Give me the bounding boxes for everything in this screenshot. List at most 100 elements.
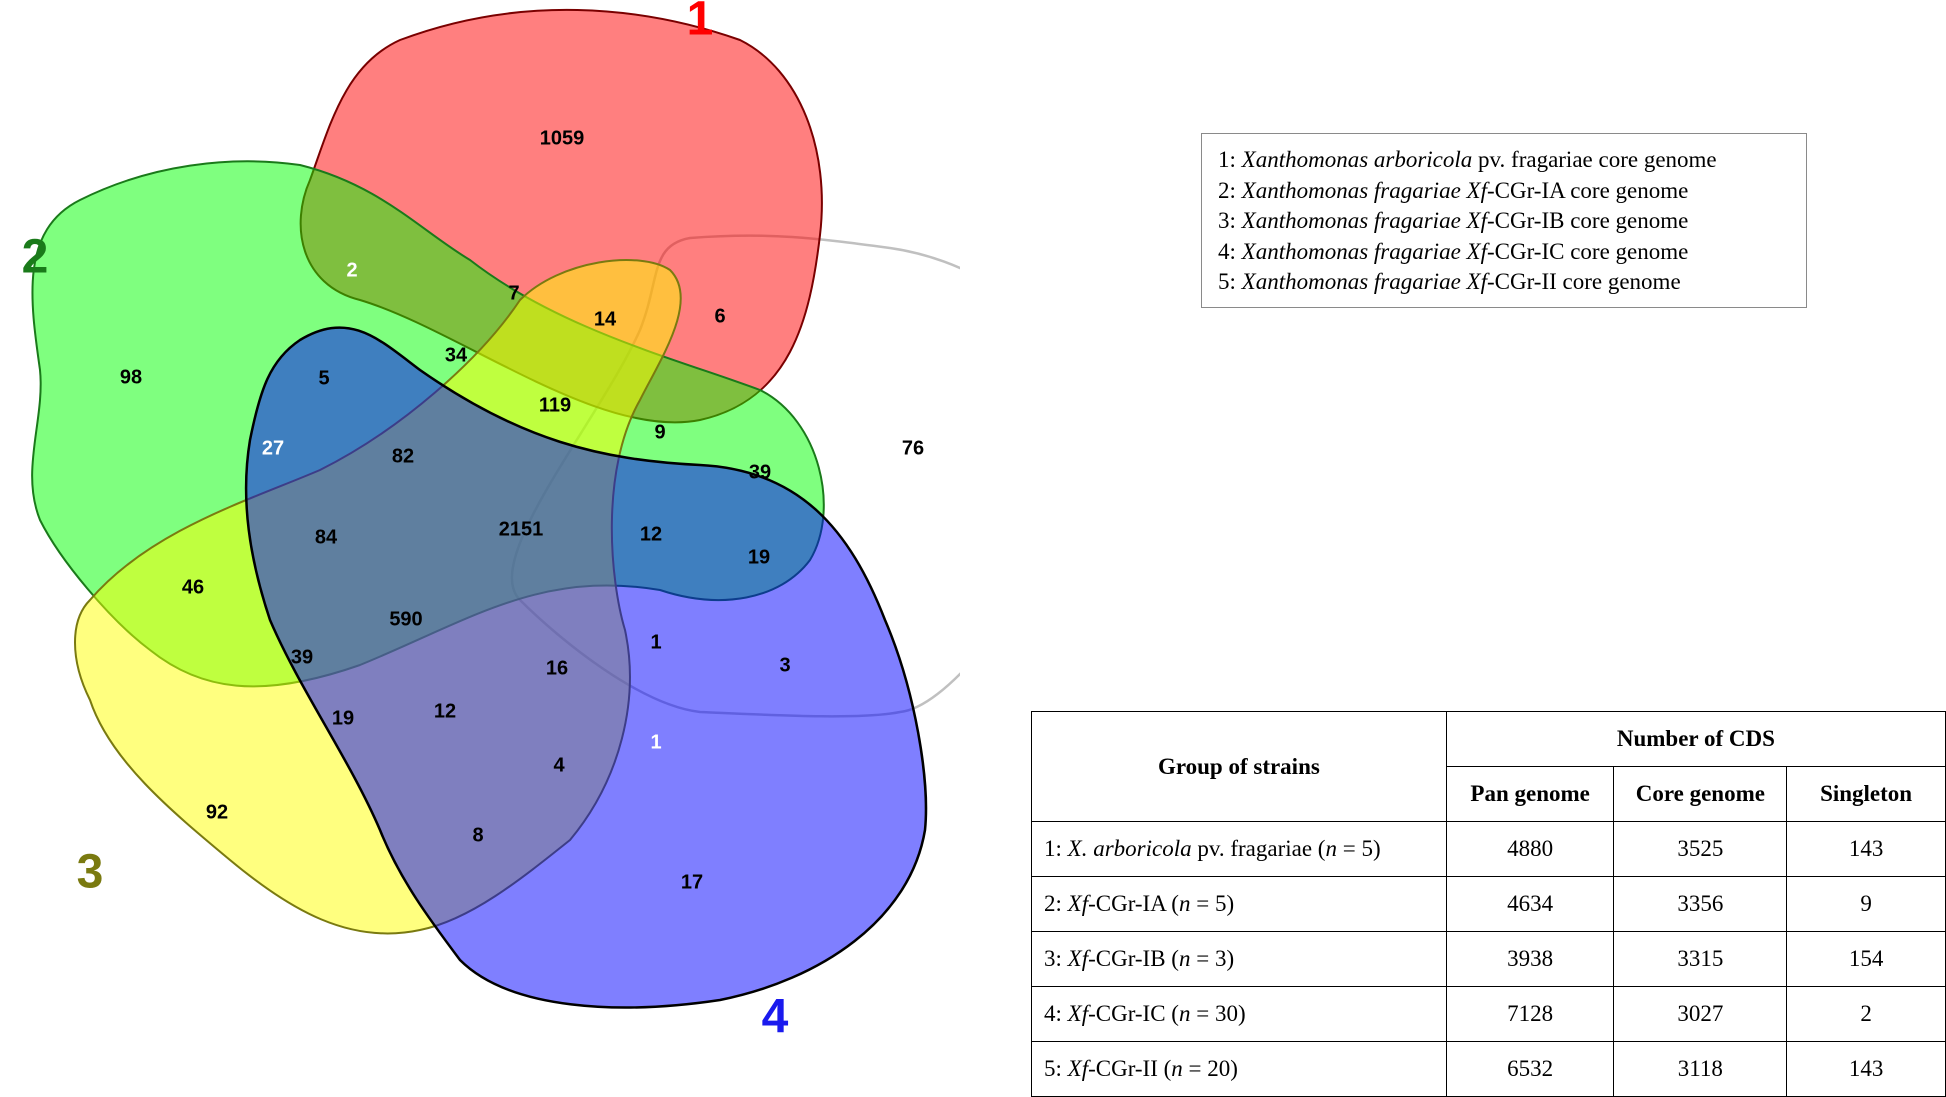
pan-cell: 4634 [1445, 876, 1615, 932]
group-n: n [1178, 946, 1191, 971]
group-n: n [1178, 891, 1191, 916]
region-value: 12 [640, 523, 662, 545]
table-row: 3: Xf-CGr-IB (n = 3) 3938 3315 154 [1031, 931, 1946, 987]
region-value: 16 [546, 657, 568, 679]
group-species: Xf [1067, 1056, 1089, 1081]
region-value: 3 [779, 654, 790, 676]
group-n: n [1178, 1001, 1191, 1026]
region-value: 9 [654, 421, 665, 443]
legend-species: Xanthomonas fragariae Xf [1241, 177, 1487, 203]
legend-item: 4: Xanthomonas fragariae Xf-CGr-IC core … [1218, 237, 1790, 268]
legend-prefix: 5: [1218, 269, 1242, 294]
venn-diagram: 1 2 3 4 5 1059 98 92 17 76 2 7 14 6 34 5… [22, 0, 960, 1044]
pan-cell: 4880 [1445, 821, 1615, 877]
set-label-1: 1 [687, 0, 714, 46]
region-value: 82 [392, 445, 414, 467]
group-species: Xf [1067, 891, 1089, 916]
singleton-cell: 143 [1786, 1041, 1946, 1097]
region-value: 39 [291, 646, 313, 668]
pan-cell: 3938 [1445, 931, 1615, 987]
region-value: 34 [445, 344, 468, 366]
group-suffix: = 3) [1190, 946, 1235, 971]
region-value: 39 [749, 461, 771, 483]
region-value: 14 [594, 308, 617, 330]
set-4-shape [244, 326, 928, 1009]
legend: 1: Xanthomonas arboricola pv. fragariae … [1201, 133, 1807, 308]
core-genome-header: Core genome [1613, 766, 1788, 822]
region-value: 46 [182, 576, 204, 598]
legend-suffix: -CGr-II core genome [1486, 269, 1681, 294]
table-row: 5: Xf-CGr-II (n = 20) 6532 3118 143 [1031, 1041, 1946, 1097]
region-value: 84 [315, 526, 338, 548]
legend-prefix: 1: [1218, 147, 1242, 172]
group-prefix: 5: [1044, 1056, 1068, 1081]
legend-item: 1: Xanthomonas arboricola pv. fragariae … [1218, 145, 1790, 176]
legend-species: Xanthomonas fragariae Xf [1241, 269, 1487, 294]
region-value: 17 [681, 871, 703, 893]
region-value: 4 [553, 754, 565, 776]
table-row: 4: Xf-CGr-IC (n = 30) 7128 3027 2 [1031, 986, 1946, 1042]
set-label-3: 3 [77, 846, 104, 899]
region-value: 7 [508, 282, 519, 304]
group-prefix: 1: [1044, 836, 1068, 861]
cds-table: Group of strains Number of CDS Pan genom… [1031, 711, 1946, 1097]
legend-prefix: 4: [1218, 238, 1242, 264]
group-suffix: = 20) [1182, 1056, 1238, 1081]
legend-suffix: -CGr-IB core genome [1486, 208, 1689, 233]
region-value: 6 [714, 305, 725, 327]
group-prefix: 2: [1044, 891, 1068, 916]
group-prefix: 3: [1044, 946, 1068, 971]
group-n: n [1325, 836, 1337, 861]
singleton-cell: 2 [1786, 986, 1946, 1042]
core-cell: 3525 [1613, 821, 1788, 877]
legend-species: Xanthomonas fragariae Xf [1241, 238, 1487, 264]
set-label-4: 4 [762, 991, 789, 1044]
pan-genome-header: Pan genome [1445, 766, 1615, 822]
group-cell: 4: Xf-CGr-IC (n = 30) [1031, 986, 1447, 1042]
pan-cell: 6532 [1445, 1041, 1615, 1097]
group-middle: -CGr-IA ( [1088, 891, 1179, 916]
legend-item: 5: Xanthomonas fragariae Xf-CGr-II core … [1218, 267, 1790, 298]
group-header: Group of strains [1031, 711, 1447, 822]
group-suffix: = 5) [1336, 836, 1381, 861]
region-value: 12 [434, 700, 456, 722]
group-species: X. arboricola [1067, 836, 1192, 861]
legend-prefix: 2: [1218, 177, 1242, 203]
singleton-cell: 154 [1786, 931, 1946, 987]
core-cell: 3356 [1613, 876, 1788, 932]
group-cell: 5: Xf-CGr-II (n = 20) [1031, 1041, 1447, 1097]
region-value: 590 [389, 608, 422, 630]
legend-item: 2: Xanthomonas fragariae Xf-CGr-IA core … [1218, 176, 1790, 207]
legend-species: Xanthomonas arboricola [1241, 147, 1473, 172]
core-cell: 3027 [1613, 986, 1788, 1042]
legend-suffix: -CGr-IC core genome [1486, 238, 1689, 264]
region-value: 5 [318, 367, 329, 389]
set-label-2: 2 [22, 231, 49, 284]
singleton-cell: 143 [1786, 821, 1946, 877]
region-value: 8 [472, 824, 483, 846]
number-header: Number of CDS [1445, 711, 1946, 767]
legend-prefix: 3: [1218, 208, 1242, 233]
group-cell: 2: Xf-CGr-IA (n = 5) [1031, 876, 1447, 932]
group-middle: -CGr-II ( [1088, 1056, 1172, 1081]
group-middle: pv. fragariae ( [1191, 836, 1326, 861]
region-value: 1 [650, 631, 661, 653]
core-cell: 3118 [1613, 1041, 1788, 1097]
group-suffix: = 30) [1190, 1001, 1246, 1026]
core-cell: 3315 [1613, 931, 1788, 987]
region-value: 92 [206, 801, 228, 823]
region-value: 1059 [540, 127, 585, 149]
group-species: Xf [1067, 946, 1089, 971]
table-row: 2: Xf-CGr-IA (n = 5) 4634 3356 9 [1031, 876, 1946, 932]
legend-item: 3: Xanthomonas fragariae Xf-CGr-IB core … [1218, 206, 1790, 237]
region-value: 19 [332, 707, 354, 729]
region-value: 2 [346, 259, 357, 281]
region-value: 27 [262, 437, 284, 459]
group-prefix: 4: [1044, 1001, 1068, 1026]
region-value: 2151 [499, 518, 544, 540]
region-value: 119 [539, 394, 571, 416]
group-cell: 1: X. arboricola pv. fragariae (n = 5) [1031, 821, 1447, 877]
pan-cell: 7128 [1445, 986, 1615, 1042]
legend-suffix: pv. fragariae core genome [1472, 147, 1717, 172]
region-value: 76 [902, 437, 924, 459]
